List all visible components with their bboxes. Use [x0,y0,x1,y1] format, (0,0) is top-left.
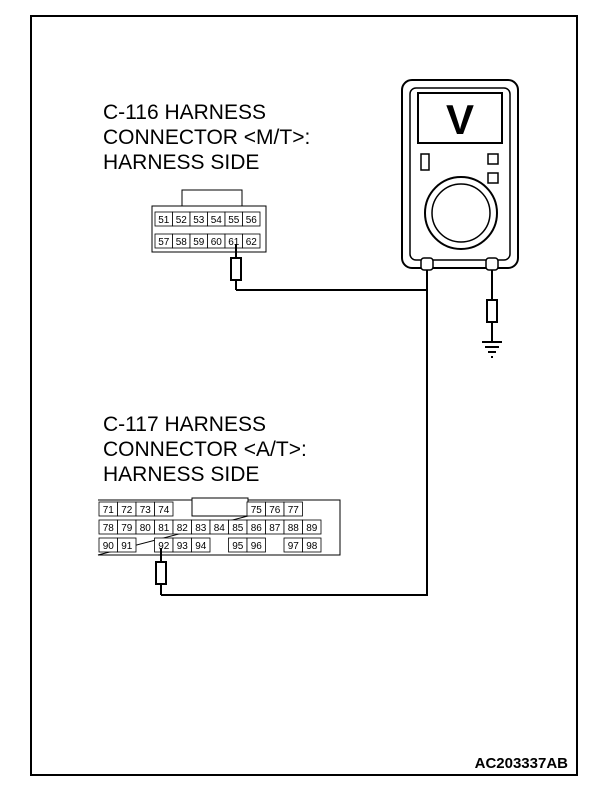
pin-label-76: 76 [269,505,281,516]
meter-button-right [487,153,499,165]
meter-button-right-2 [487,172,499,184]
c116-title-line-2: CONNECTOR <M/T>: [103,126,311,149]
pin-label-73: 73 [140,505,152,516]
pin-label-81: 81 [158,523,170,534]
c116-connector: 51 52 53 54 55 56 57 58 59 60 61 62 [151,189,267,253]
pin-label-77: 77 [288,505,300,516]
diagram-frame [30,15,578,776]
pin-cell-62 [242,233,261,249]
pin-label-78: 78 [103,523,115,534]
pin-label-53: 53 [193,215,205,226]
ground-icon [482,341,502,358]
pin-cell-74 [154,501,174,517]
meter-mode-symbol: V [446,96,474,143]
pin-label-52: 52 [176,215,188,226]
pin-label-83: 83 [195,523,207,534]
c117-connector-title: C-117 HARNESS CONNECTOR <A/T>: HARNESS S… [103,412,307,487]
meter-dial [424,176,498,250]
meter-switch-left [420,153,430,171]
figure-code: AC203337AB [474,755,568,772]
c116-title-line-1: C-116 HARNESS [103,101,266,124]
pin-cell-56 [242,211,261,227]
meter-jack-volt [485,257,499,271]
pin-label-89: 89 [306,523,318,534]
pin-label-62: 62 [246,237,258,248]
meter-dial-inner [431,183,491,243]
c117-connector: 71 72 73 74 75 76 77 78 79 80 81 82 83 84 85 86 87 88 89 90… [97,497,341,556]
pin-label-91: 91 [121,541,133,552]
pin-cell-91 [117,537,137,553]
pin-cell-94 [191,537,211,553]
pin-cell-89 [302,519,322,535]
pin-label-94: 94 [195,541,207,552]
c117-title-line-1: C-117 HARNESS [103,413,266,436]
pin-label-61: 61 [228,237,240,248]
pin-label-79: 79 [121,523,133,534]
pin-label-56: 56 [246,215,258,226]
pin-label-75: 75 [251,505,263,516]
pin-label-84: 84 [214,523,226,534]
meter-jack-com [420,257,434,271]
meter-inner-bezel [409,87,511,261]
pin-label-88: 88 [288,523,300,534]
pin-cell-98 [302,537,322,553]
pin-label-51: 51 [158,215,170,226]
pin-label-54: 54 [211,215,223,226]
pin-label-80: 80 [140,523,152,534]
pin-cell-96 [246,537,266,553]
wiring [155,244,498,596]
pin-label-71: 71 [103,505,115,516]
c116-pin-grid: 51 52 53 54 55 56 57 58 59 60 61 62 [154,211,261,249]
meter-display [417,92,503,144]
pin-label-59: 59 [193,237,205,248]
c116-probe [230,257,242,281]
pin-label-85: 85 [232,523,244,534]
pin-label-60: 60 [211,237,223,248]
pin-cell-77 [283,501,303,517]
c117-wire [161,290,428,596]
pin-label-97: 97 [288,541,300,552]
multimeter-icon: V [401,79,519,271]
c117-probe [155,561,167,585]
pin-label-90: 90 [103,541,115,552]
pin-label-58: 58 [176,237,188,248]
pin-label-95: 95 [232,541,244,552]
pin-label-96: 96 [251,541,263,552]
c116-latch [181,189,243,207]
c117-pin-grid: 71 72 73 74 75 76 77 78 79 80 81 82 83 84 85 86 87 88 89 90… [98,501,322,553]
pin-label-92: 92 [158,541,170,552]
c117-title-line-3: HARNESS SIDE [103,463,260,486]
c116-connector-title: C-116 HARNESS CONNECTOR <M/T>: HARNESS S… [103,100,310,175]
c117-title-line-2: CONNECTOR <A/T>: [103,438,307,461]
pin-label-98: 98 [306,541,318,552]
c116-wire [236,264,428,291]
pin-label-72: 72 [121,505,133,516]
pin-label-93: 93 [177,541,189,552]
c116-title-line-3: HARNESS SIDE [103,151,260,174]
pin-label-57: 57 [158,237,170,248]
pin-label-86: 86 [251,523,263,534]
ground-probe [486,299,498,323]
pin-label-74: 74 [158,505,170,516]
pin-label-87: 87 [269,523,281,534]
pin-label-82: 82 [177,523,189,534]
c117-latch [191,497,249,517]
pin-label-55: 55 [228,215,240,226]
